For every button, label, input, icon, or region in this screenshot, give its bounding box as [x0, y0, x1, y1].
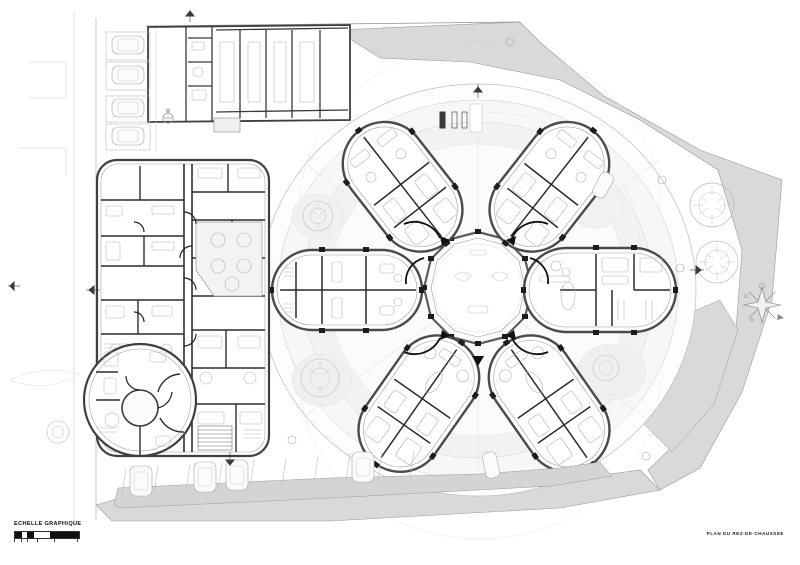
petal-w-partitions [280, 256, 416, 324]
parking-bay-lines-south [121, 449, 415, 497]
bollard-south-east [641, 451, 651, 461]
site-notch-west [28, 61, 67, 99]
tree-icon [300, 358, 340, 398]
bollard-east [657, 175, 667, 185]
compass-rose [743, 283, 784, 324]
petal-se-partitions [510, 349, 591, 459]
petal-nw-fixtures [350, 128, 458, 246]
level-marker-south [224, 452, 236, 466]
lawn-south-west [291, 353, 353, 407]
parking-north-west [105, 30, 174, 152]
petal-e-inner-wall [528, 252, 672, 328]
tree-symbols [9, 182, 739, 444]
level-marker-north [184, 10, 196, 22]
petal-ne-fixtures [495, 129, 604, 247]
car-symbols-east [482, 171, 614, 479]
scale-seg-1 [15, 532, 23, 538]
scale-bar-graphic [14, 531, 80, 539]
petal-sw-inner-wall [363, 340, 475, 468]
petal-se-inner-wall [493, 340, 605, 468]
lawn-north-west [291, 193, 345, 239]
north-building-envelope [147, 24, 351, 123]
south-west-rotunda [82, 342, 198, 458]
scale-seg-3 [26, 532, 34, 538]
petal-sw-partitions [377, 349, 458, 459]
rotunda-door-swings [125, 375, 173, 409]
service-entry [213, 117, 241, 133]
rotunda-fixtures [100, 351, 171, 447]
petal-e-columns [521, 245, 678, 335]
petal-sw-columns [361, 338, 479, 469]
atrium-door-swings [403, 221, 550, 355]
tree-icon [689, 182, 735, 228]
petal-w-inner-wall [276, 254, 418, 326]
level-marker-east [690, 264, 704, 276]
petal-west [269, 247, 424, 333]
scale-bar-label: ECHELLE GRAPHIQUE [14, 521, 82, 527]
car-detail-nw [117, 38, 139, 143]
north-service-building [147, 24, 351, 133]
rotunda-core [121, 389, 159, 427]
parking-bay-outlines-nw [105, 31, 151, 151]
petal-w-columns [269, 247, 424, 333]
west-building-inner-line [100, 163, 266, 453]
scale-seg-5 [49, 532, 79, 538]
atrium-inner-wall [430, 237, 526, 338]
planting-bed-west [9, 369, 81, 386]
central-atrium [421, 103, 535, 346]
parking-east [287, 37, 685, 479]
north-building-partitions [185, 26, 349, 122]
bollard-south-west [287, 435, 297, 445]
wheelchair-icon [162, 108, 174, 124]
level-marker-lower-left [8, 280, 20, 292]
petal-nw-columns [342, 126, 459, 247]
atrium-skylight-shaft [469, 103, 483, 133]
stair-core [197, 425, 233, 451]
communal-dining-room [195, 221, 263, 297]
tree-icon [592, 354, 620, 382]
section-markers [8, 10, 704, 466]
car-detail-south [133, 457, 371, 491]
petal-e-partitions [560, 254, 670, 326]
bollard-north [505, 37, 515, 47]
scale-seg-4 [33, 532, 50, 538]
level-marker-atrium [472, 84, 484, 98]
petal-nw-partitions [363, 136, 447, 237]
petal-north-east [488, 120, 611, 253]
car-symbols-nw [111, 35, 145, 146]
level-marker-west [86, 284, 100, 296]
tree-icon [302, 200, 334, 232]
scale-bar-ticks [14, 539, 78, 543]
scale-seg-2 [22, 532, 27, 538]
petal-e-fixtures [539, 257, 663, 320]
door-leaf-markers [440, 236, 516, 366]
entrance-marker-atrium [439, 111, 468, 129]
dining-tables [210, 232, 252, 292]
atrium-furniture [454, 249, 509, 314]
sheet-title: PLAN DU REZ-DE-CHAUSSEE [706, 531, 784, 536]
tree-icon [695, 240, 739, 284]
petal-ne-partitions [507, 136, 589, 237]
rotunda-partitions [96, 371, 185, 456]
petal-ne-inner-wall [494, 126, 605, 247]
bollard-east-2 [675, 263, 685, 273]
tree-icon [46, 420, 70, 444]
petal-w-fixtures [284, 261, 403, 319]
property-line-north [145, 21, 521, 27]
petal-north-west [341, 120, 464, 253]
car-symbols-south [129, 451, 375, 497]
north-building-fixtures [191, 41, 315, 103]
graphic-scale-bar: ECHELLE GRAPHIQUE [14, 521, 82, 543]
site-edge-west [18, 147, 67, 176]
petal-east [521, 245, 678, 335]
